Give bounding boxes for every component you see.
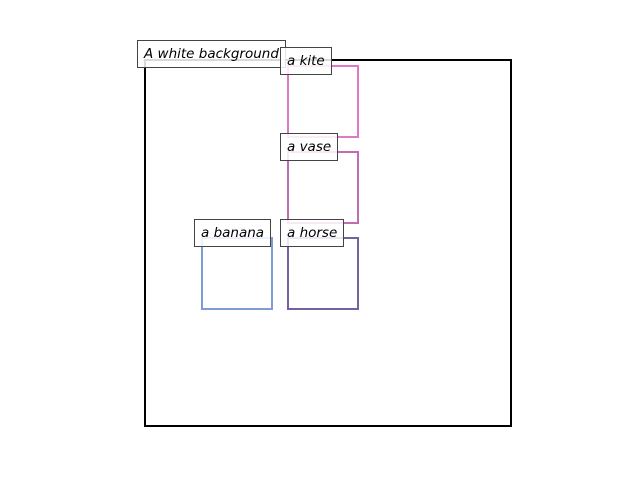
banana-box bbox=[201, 237, 273, 310]
kite-label: a kite bbox=[280, 47, 332, 75]
caption-label: A white background bbox=[137, 40, 286, 68]
horse-box bbox=[287, 237, 359, 310]
horse-label: a horse bbox=[280, 219, 345, 247]
vase-label: a vase bbox=[280, 133, 339, 161]
vase-box bbox=[287, 151, 359, 224]
kite-box bbox=[287, 65, 359, 138]
banana-label: a banana bbox=[194, 219, 272, 247]
